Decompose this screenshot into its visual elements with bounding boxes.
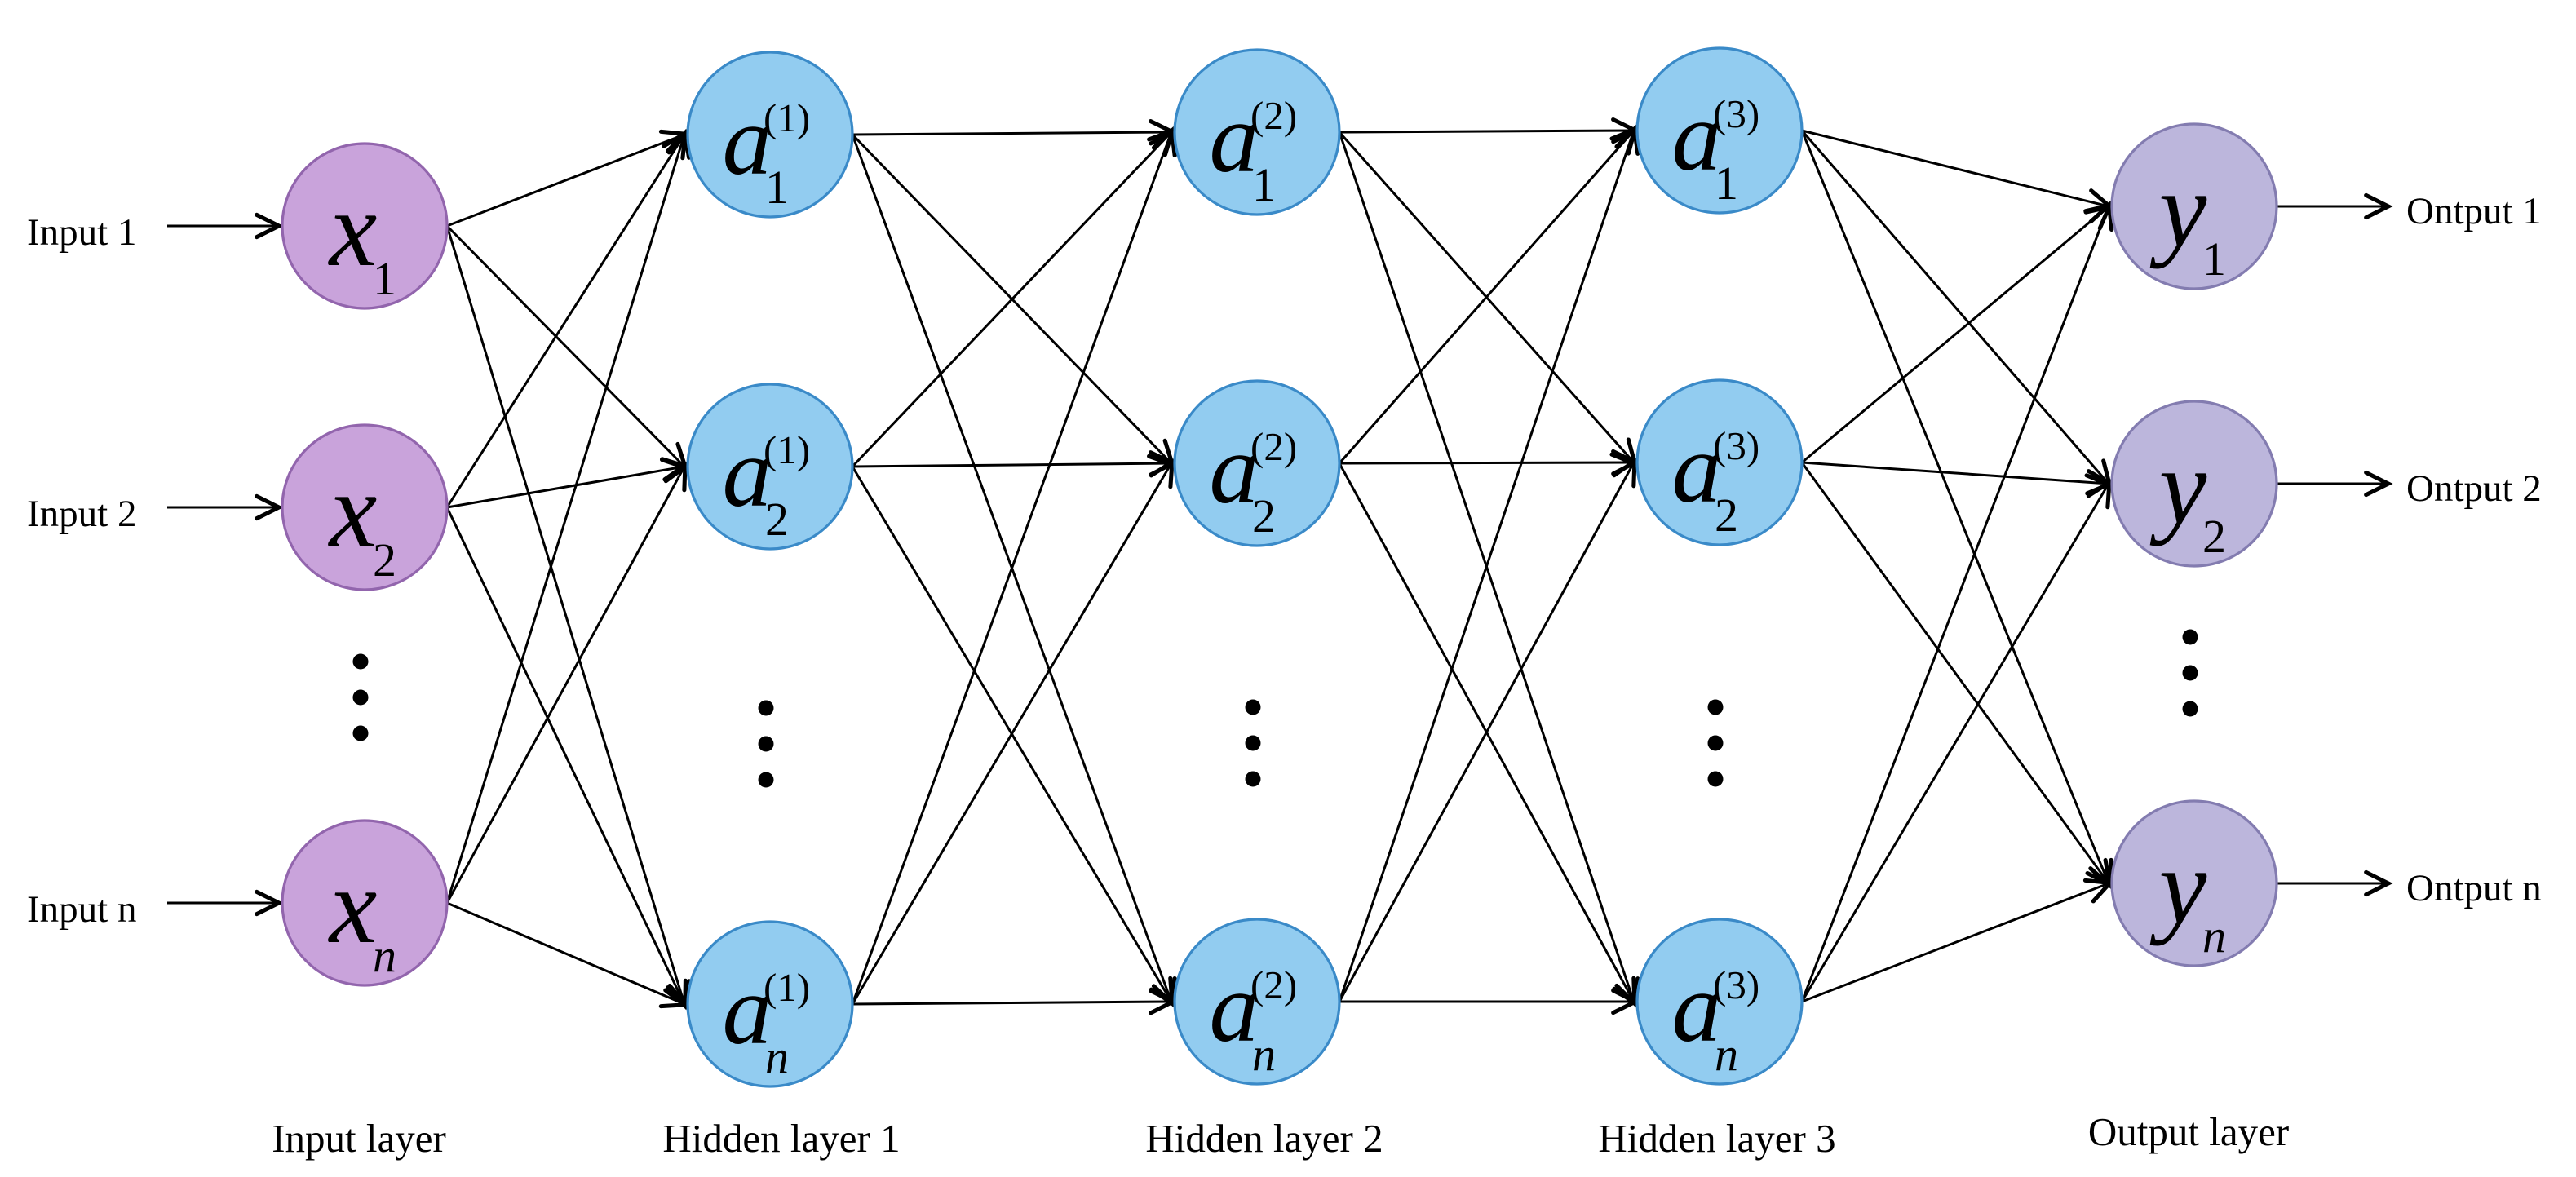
ellipsis-dot-input-3 <box>352 725 369 741</box>
ellipsis-dot-input-2 <box>352 689 369 706</box>
node-hidden-3-an <box>1635 918 1804 1086</box>
ellipsis-dot-hidden-3-1 <box>1707 699 1724 715</box>
node-label-output-yn: yn <box>2149 826 2226 962</box>
ellipsis-dot-output-2 <box>2182 665 2198 681</box>
edge-hidden-2-1-to-hidden-3-1 <box>1339 117 1640 144</box>
output-annotation-2: Ontput 2 <box>2406 467 2542 510</box>
edge-hidden-3-1-to-output-1 <box>1801 129 2115 215</box>
edge-hidden-3-2-to-output-1 <box>1801 202 2113 464</box>
input-annotation-2: Input 2 <box>27 493 136 535</box>
edge-input-1-to-hidden-1-3 <box>445 225 692 1011</box>
node-input-x2 <box>281 423 449 591</box>
node-hidden-1-a2 <box>686 383 854 551</box>
layer-caption-hidden-1: Hidden layer 1 <box>662 1116 900 1161</box>
edge-hidden-3-2-to-output-2 <box>1801 461 2115 496</box>
edge-hidden-1-3-to-hidden-2-3 <box>852 989 1178 1015</box>
edge-input-2-to-hidden-1-3 <box>445 507 688 1010</box>
edge-hidden-1-2-to-hidden-2-1 <box>851 127 1176 468</box>
node-output-yn <box>2110 799 2278 967</box>
ellipsis-dot-input-1 <box>352 653 369 670</box>
node-label-hidden-1-a2: a(1)2 <box>723 418 811 546</box>
edge-hidden-2-3-to-hidden-3-2 <box>1338 457 1637 1002</box>
node-hidden-2-an <box>1173 918 1341 1086</box>
node-hidden-2-a2 <box>1173 379 1341 547</box>
edge-hidden-2-3-to-hidden-3-1 <box>1338 124 1640 1002</box>
ellipsis-dot-hidden-2-2 <box>1245 735 1261 751</box>
layer-caption-hidden-2: Hidden layer 2 <box>1145 1116 1383 1161</box>
ellipsis-dot-output-1 <box>2182 629 2198 645</box>
node-hidden-1-an <box>686 920 854 1088</box>
edge-hidden-3-3-to-output-1 <box>1800 200 2114 1002</box>
edge-input-3-to-hidden-1-2 <box>445 461 688 904</box>
output-annotation-3: Ontput n <box>2406 867 2542 909</box>
node-label-output-y1: y1 <box>2149 149 2226 285</box>
edge-hidden-3-3-to-output-3 <box>1801 878 2115 1003</box>
nodes-layer <box>281 46 2278 1088</box>
node-label-hidden-1-a1: a(1)1 <box>723 86 811 214</box>
edge-hidden-3-1-to-output-3 <box>1800 130 2113 890</box>
node-label-hidden-3-a2: a(3)2 <box>1672 414 1760 542</box>
layer-caption-hidden-3: Hidden layer 3 <box>1598 1116 1835 1161</box>
node-hidden-1-a1 <box>686 51 854 219</box>
edge-input-3-to-hidden-1-3 <box>446 901 691 1009</box>
ellipsis-dot-hidden-3-3 <box>1707 771 1724 787</box>
node-hidden-3-a1 <box>1635 46 1804 215</box>
node-output-y2 <box>2110 400 2278 568</box>
ellipsis-dot-hidden-1-2 <box>758 736 774 752</box>
edge-hidden-1-3-to-hidden-2-2 <box>851 458 1175 1005</box>
node-label-input-x2: x2 <box>328 450 396 586</box>
output-annotation-1: Ontput 1 <box>2406 190 2542 232</box>
node-hidden-3-a2 <box>1635 378 1804 546</box>
edge-hidden-3-3-to-output-2 <box>1800 478 2112 1002</box>
edge-input-3-to-hidden-1-1 <box>445 128 692 904</box>
edge-input-1-to-hidden-1-2 <box>445 224 689 471</box>
node-output-y1 <box>2110 122 2278 290</box>
node-label-hidden-2-a1: a(2)1 <box>1210 83 1298 211</box>
node-hidden-2-a1 <box>1173 48 1341 216</box>
ellipsis-dot-hidden-1-1 <box>758 700 774 716</box>
node-input-x1 <box>281 142 449 310</box>
input-annotation-3: Input n <box>27 888 136 931</box>
node-input-xn <box>281 819 449 987</box>
input-annotation-1: Input 1 <box>27 211 136 254</box>
layer-caption-input: Input layer <box>272 1116 446 1161</box>
edge-input-1-to-hidden-1-1 <box>446 129 691 228</box>
edge-hidden-1-2-to-hidden-2-2 <box>852 450 1178 477</box>
ellipsis-dot-hidden-1-3 <box>758 772 774 788</box>
node-label-input-x1: x1 <box>328 169 396 305</box>
ellipsis-dot-hidden-2-3 <box>1245 771 1261 787</box>
node-label-hidden-3-an: a(3)n <box>1672 953 1760 1081</box>
edge-hidden-2-2-to-hidden-3-1 <box>1338 126 1639 464</box>
edges-layer <box>167 117 2393 1015</box>
layer-caption-output: Output layer <box>2088 1109 2289 1154</box>
node-label-hidden-1-an: a(1)n <box>723 955 811 1083</box>
ellipsis-dot-hidden-3-2 <box>1707 735 1724 751</box>
edge-hidden-1-1-to-hidden-2-1 <box>852 119 1178 146</box>
ellipsis-dot-hidden-2-1 <box>1245 699 1261 715</box>
ellipsis-dot-output-3 <box>2182 701 2198 717</box>
edge-hidden-3-1-to-output-2 <box>1800 130 2113 489</box>
node-label-hidden-3-a1: a(3)1 <box>1672 82 1760 210</box>
node-label-hidden-2-a2: a(2)2 <box>1210 414 1298 542</box>
node-label-output-y2: y2 <box>2149 427 2226 563</box>
edge-hidden-2-2-to-hidden-3-2 <box>1339 449 1640 476</box>
edge-hidden-3-2-to-output-3 <box>1800 462 2113 889</box>
edge-input-2-to-hidden-1-2 <box>446 457 691 509</box>
edge-hidden-1-3-to-hidden-2-1 <box>851 126 1177 1005</box>
edge-input-2-to-hidden-1-1 <box>445 129 688 508</box>
labels-layer: Input 1 Input 2 Input n Ontput 1 Ontput 2 Ont… <box>27 82 2542 1161</box>
node-label-hidden-2-an: a(2)n <box>1210 953 1298 1081</box>
node-label-input-xn: xn <box>328 846 396 982</box>
